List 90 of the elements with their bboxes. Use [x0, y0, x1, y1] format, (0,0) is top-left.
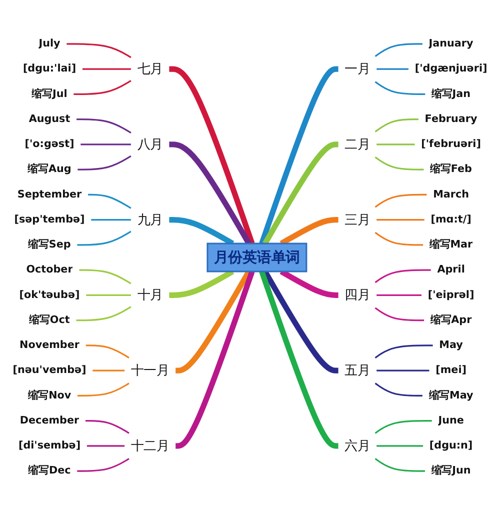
connector: [74, 80, 132, 95]
node-text: ['eiprəl]: [428, 289, 474, 301]
connector: [259, 66, 338, 244]
connector: [78, 382, 130, 396]
node-text: 缩写Sep: [28, 238, 71, 251]
connector: [374, 118, 418, 132]
node-text: [dgu:n]: [429, 440, 473, 452]
connector: [374, 420, 432, 434]
connector: [376, 370, 430, 372]
node-box: 月份英语单词: [206, 242, 308, 272]
node-text: [mei]: [436, 364, 466, 376]
node-text: 三月: [344, 212, 370, 227]
connector: [262, 270, 338, 374]
node-text: 六月: [344, 438, 370, 454]
connector: [169, 66, 255, 244]
node-text: September: [17, 188, 82, 200]
connector: [376, 68, 408, 70]
node-text: 一月: [344, 61, 370, 76]
node-text: 缩写Jul: [32, 88, 68, 100]
connector: [86, 420, 130, 434]
connector: [262, 142, 338, 245]
connector: [374, 458, 425, 472]
connector: [374, 81, 426, 95]
connector: [76, 118, 132, 134]
node-text: 十一月: [130, 362, 170, 378]
node-text: [mɑ:t/]: [430, 214, 472, 226]
node-text: April: [437, 264, 465, 276]
connector: [374, 269, 431, 284]
node-text: 缩写Apr: [430, 314, 472, 326]
connector: [374, 43, 422, 57]
node-text: [dgu:'lai]: [22, 62, 76, 75]
node-text: ['februəri]: [421, 138, 481, 150]
node-text: 十月: [137, 287, 163, 302]
node-text: 缩写Feb: [430, 163, 472, 176]
connector: [92, 370, 125, 372]
connector: [376, 219, 424, 221]
node-text: 七月: [137, 61, 163, 76]
connector: [175, 270, 255, 449]
node-text: December: [20, 414, 80, 427]
node-text: [di'sembə]: [18, 440, 81, 452]
connector: [175, 270, 252, 374]
node-text: 缩写Nov: [28, 389, 72, 402]
connector: [80, 144, 131, 146]
node-text: [səp'tembə]: [14, 214, 85, 226]
connector: [88, 194, 132, 209]
connector: [77, 458, 130, 472]
connector: [259, 270, 338, 449]
node-text: 十二月: [130, 438, 170, 454]
connector: [374, 307, 424, 322]
node-text: ['o:gəst]: [24, 138, 74, 150]
connector: [376, 294, 422, 296]
connector: [374, 232, 424, 246]
connector: [374, 344, 433, 358]
connector: [79, 269, 132, 284]
connector: [374, 156, 424, 170]
node-text: August: [28, 113, 70, 126]
connector: [86, 344, 130, 358]
node-text: May: [439, 339, 463, 352]
connector: [374, 194, 427, 208]
node-text: October: [26, 264, 73, 276]
connector: [86, 445, 125, 447]
node-text: ['dgænjuəri]: [414, 62, 488, 75]
node-text: 缩写Jan: [432, 88, 471, 100]
connector: [169, 142, 252, 245]
connector: [374, 382, 422, 396]
node-text: 缩写Mar: [429, 238, 473, 251]
connector: [82, 68, 131, 70]
node-text: 五月: [344, 362, 370, 378]
node-text: February: [424, 113, 478, 126]
connector: [76, 306, 132, 322]
connector: [376, 144, 415, 146]
node-text: 缩写Aug: [28, 163, 72, 176]
node-text: 二月: [344, 136, 370, 152]
connector: [86, 294, 131, 296]
node-text: 八月: [137, 136, 163, 152]
node-text: [nəu'vembə]: [12, 364, 86, 376]
node-text: November: [20, 339, 80, 352]
connector: [376, 445, 424, 447]
node-text: 缩写Oct: [29, 314, 70, 326]
node-text: March: [433, 188, 470, 200]
node-text: 缩写Jun: [431, 464, 471, 477]
node-text: 缩写May: [428, 389, 474, 402]
connector: [91, 219, 131, 221]
node-text: [ok'təubə]: [19, 289, 80, 301]
node-text: 九月: [137, 212, 163, 227]
connector: [66, 43, 132, 58]
node-text: 四月: [344, 287, 370, 302]
connector: [77, 230, 132, 246]
node-text: 缩写Dec: [28, 464, 71, 477]
connector: [78, 155, 132, 170]
